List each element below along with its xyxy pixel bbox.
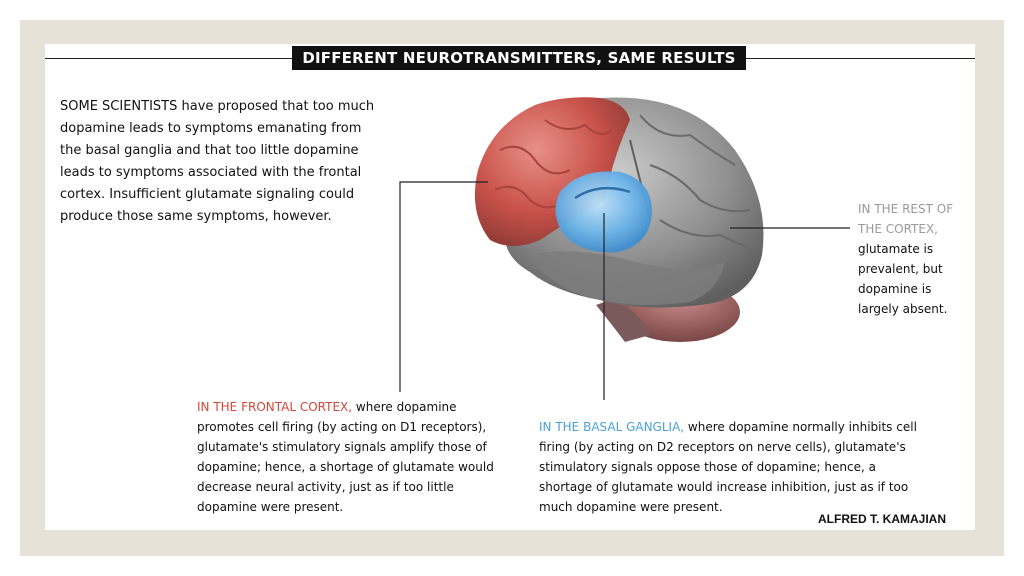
basal-ganglia-note: IN THE BASAL GANGLIA, where dopamine nor… [539,417,919,517]
leader-lines [399,181,850,400]
frontal-cortex-label: IN THE FRONTAL CORTEX, [197,400,353,414]
illustrator-credit: ALFRED T. KAMAJIAN [818,512,946,526]
rest-of-cortex-label: IN THE REST OF THE CORTEX, [858,202,954,236]
frontal-cortex-note: IN THE FRONTAL CORTEX, where dopamine pr… [197,397,497,517]
rest-of-cortex-text: glutamate is prevalent, but dopamine is … [858,242,948,316]
basal-ganglia-curve [574,186,631,200]
rest-of-cortex-note: IN THE REST OF THE CORTEX, glutamate is … [858,199,968,319]
basal-ganglia-text: where dopamine normally inhibits cell fi… [539,420,917,514]
basal-ganglia-label: IN THE BASAL GANGLIA, [539,420,685,434]
frontal-cortex-shape [474,97,630,246]
brainstem-shape [596,300,650,342]
temporal-lobe-shape [530,251,725,305]
figure-title: DIFFERENT NEUROTRANSMITTERS, SAME RESULT… [292,46,746,70]
frontal-cortex-text: where dopamine promotes cell firing (by … [197,400,494,514]
intro-paragraph: SOME SCIENTISTS have proposed that too m… [60,99,375,224]
